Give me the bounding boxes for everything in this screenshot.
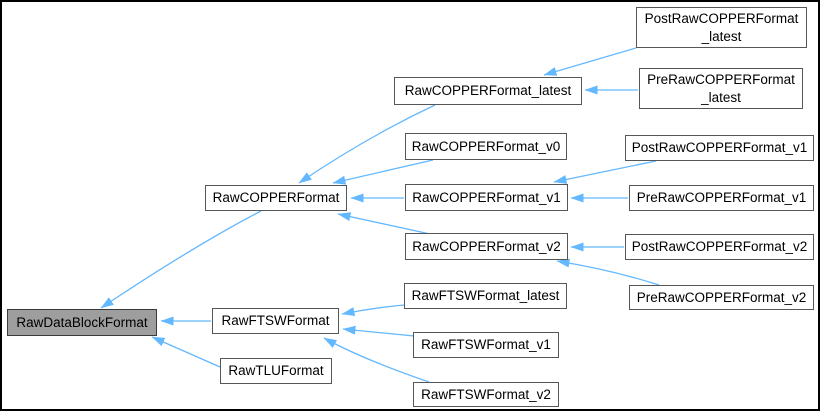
edge-postrawcopperformat-v1-to-rawcopperformat-v1 <box>553 160 657 184</box>
edge-rawftswformat-v1-to-rawftswformat <box>342 325 415 337</box>
node-prerawcopperformat-v2[interactable]: PreRawCOPPERFormat_v2 <box>629 285 814 310</box>
node-prerawcopperformat-v1[interactable]: PreRawCOPPERFormat_v1 <box>629 185 814 211</box>
edge-rawcopperformat-v0-to-rawcopperformat <box>332 159 434 185</box>
node-rawftswformat-v1[interactable]: RawFTSWFormat_v1 <box>413 332 559 358</box>
edge-rawtluformat-to-rawdatablockformat <box>151 336 221 368</box>
node-postrawcopperformat-v1[interactable]: PostRawCOPPERFormat_v1 <box>625 135 814 161</box>
edge-rawcopperformat-to-rawdatablockformat <box>100 210 262 309</box>
node-rawdatablockformat: RawDataBlockFormat <box>7 309 157 336</box>
node-rawcopperformat[interactable]: RawCOPPERFormat <box>205 185 347 211</box>
node-rawtluformat[interactable]: RawTLUFormat <box>220 358 332 384</box>
node-rawftswformat-latest[interactable]: RawFTSWFormat_latest <box>404 283 567 309</box>
edge-prerawcopperformat-v2-to-rawcopperformat-v2 <box>556 258 660 286</box>
node-postrawcopperformat-latest[interactable]: PostRawCOPPERFormat _latest <box>636 7 807 48</box>
node-rawftswformat[interactable]: RawFTSWFormat <box>212 308 339 334</box>
edge-rawcopperformat-v2-to-rawcopperformat <box>337 212 431 235</box>
node-rawcopperformat-v1[interactable]: RawCOPPERFormat_v1 <box>405 184 568 211</box>
node-rawcopperformat-v0[interactable]: RawCOPPERFormat_v0 <box>405 133 567 160</box>
edge-rawcopperformat-latest-to-rawcopperformat <box>298 104 436 184</box>
edge-rawftswformat-v2-to-rawftswformat <box>323 337 430 383</box>
node-rawftswformat-v2[interactable]: RawFTSWFormat_v2 <box>413 382 559 407</box>
node-postrawcopperformat-v2[interactable]: PostRawCOPPERFormat_v2 <box>625 234 814 260</box>
edge-rawftswformat-latest-to-rawftswformat <box>341 304 405 316</box>
edge-postrawcopperformat-latest-to-rawcopperformat-latest <box>543 47 637 76</box>
node-prerawcopperformat-latest[interactable]: PreRawCOPPERFormat _latest <box>639 68 803 109</box>
node-rawcopperformat-v2[interactable]: RawCOPPERFormat_v2 <box>405 233 568 260</box>
node-rawcopperformat-latest[interactable]: RawCOPPERFormat_latest <box>394 77 582 105</box>
